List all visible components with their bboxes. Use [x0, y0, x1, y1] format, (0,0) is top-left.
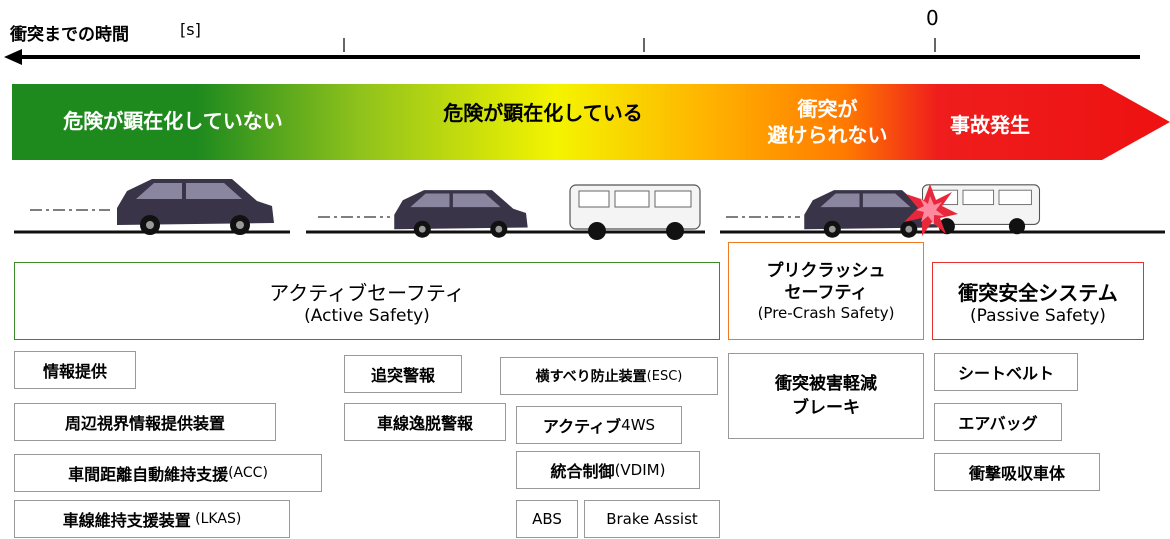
lane-departure-box: 車線逸脱警報 [344, 403, 506, 441]
collision-burst-icon [904, 184, 958, 236]
acc-label-jp: 車間距離自動維持支援 [68, 465, 229, 484]
vdim-label-jp: 統合制御 [550, 462, 615, 481]
esc-label-en: (ESC) [646, 368, 683, 384]
pre-crash-title-line2: セーフティ [784, 283, 868, 303]
phase-band [12, 84, 1170, 160]
pre-crash-safety-box: プリクラッシュ セーフティ (Pre-Crash Safety) [728, 242, 924, 340]
cmb-label-line2: ブレーキ [792, 398, 860, 418]
active-safety-en: (Active Safety) [304, 305, 430, 326]
collision-mitigation-brake-box: 衝突被害軽減 ブレーキ [728, 353, 924, 439]
acc-label-en: (ACC) [228, 465, 268, 481]
passive-safety-title: 衝突安全システム [958, 280, 1118, 305]
phase-unavoidable-line1: 衝突が [797, 97, 858, 121]
pre-crash-en: (Pre-Crash Safety) [757, 304, 895, 322]
wagon-car-icon [804, 190, 938, 238]
pre-crash-title-line1: プリクラッシュ [766, 261, 886, 281]
phase-not-manifest: 危険が顕在化していない [63, 109, 283, 133]
vdim-box: 統合制御(VDIM) [516, 451, 700, 489]
lkas-label-jp: 車線維持支援装置 [62, 511, 191, 530]
phase-manifest: 危険が顕在化している [443, 101, 643, 125]
lkas-label-en: (LKAS) [190, 511, 242, 527]
airbag-box: エアバッグ [934, 403, 1062, 441]
surround-view-box: 周辺視界情報提供装置 [14, 403, 276, 441]
phase-unavoidable: 衝突が 避けられない [745, 96, 910, 148]
abs-box: ABS [516, 500, 578, 538]
impact-absorbing-body-label: 衝撃吸収車体 [968, 464, 1065, 483]
brake-assist-label: Brake Assist [606, 510, 698, 528]
abs-label: ABS [532, 510, 562, 528]
phase-accident: 事故発生 [950, 113, 1030, 137]
cars-illustration [14, 179, 1165, 240]
active-4ws-label-en: 4WS [621, 416, 656, 434]
timeline-axis [4, 38, 1140, 65]
passive-safety-en: (Passive Safety) [970, 305, 1106, 326]
rear-end-warning-label: 追突警報 [370, 366, 435, 385]
esc-box: 横すべり防止装置(ESC) [500, 357, 718, 395]
airbag-label: エアバッグ [958, 414, 1038, 433]
timeline-arrowhead [4, 49, 22, 65]
cmb-label-line1: 衝突被害軽減 [775, 374, 877, 394]
brake-assist-box: Brake Assist [584, 500, 720, 538]
seatbelt-label: シートベルト [957, 364, 1054, 383]
lane-departure-label: 車線逸脱警報 [376, 414, 473, 433]
esc-label-jp: 横すべり防止装置 [535, 369, 647, 385]
timeline-zero-label: 0 [926, 6, 939, 30]
seatbelt-box: シートベルト [934, 353, 1078, 391]
boxy-car-icon [569, 184, 701, 240]
info-provision-box: 情報提供 [14, 351, 136, 389]
phase-unavoidable-line2: 避けられない [767, 123, 888, 147]
wagon-car-icon [117, 179, 274, 235]
timeline-unit: [s] [180, 20, 201, 39]
surround-view-label: 周辺視界情報提供装置 [64, 414, 225, 433]
rear-end-warning-box: 追突警報 [344, 355, 462, 393]
wagon-car-icon [394, 190, 528, 238]
active-safety-title: アクティブセーフティ [269, 280, 465, 305]
active-safety-box: アクティブセーフティ (Active Safety) [14, 262, 720, 340]
impact-absorbing-body-box: 衝撃吸収車体 [934, 453, 1100, 491]
acc-box: 車間距離自動維持支援(ACC) [14, 454, 322, 492]
passive-safety-box: 衝突安全システム (Passive Safety) [932, 262, 1144, 340]
info-provision-label: 情報提供 [42, 362, 107, 381]
timeline-title: 衝突までの時間 [10, 25, 129, 45]
active-4ws-label-jp: アクティブ [542, 417, 622, 436]
lkas-box: 車線維持支援装置 (LKAS) [14, 500, 290, 538]
vdim-label-en: (VDIM) [614, 461, 666, 479]
